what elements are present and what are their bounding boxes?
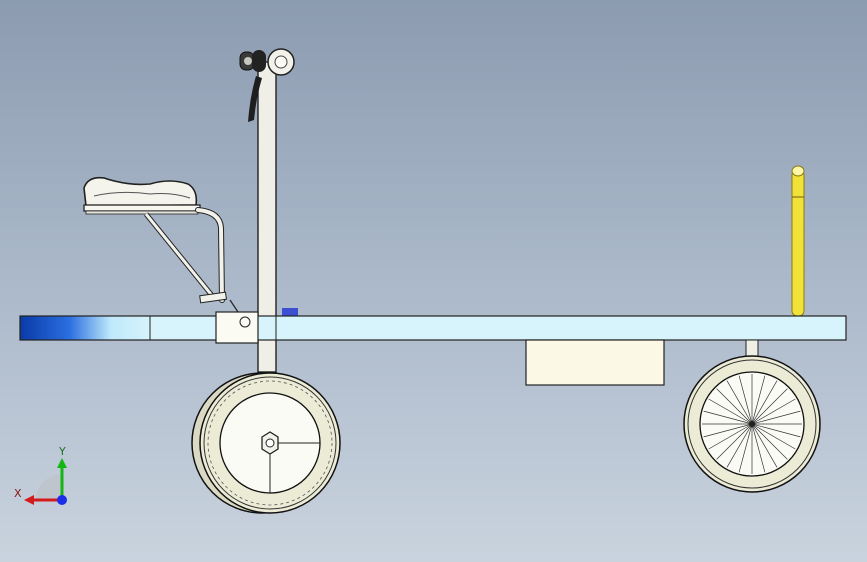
rear-wheel-spoke — [716, 388, 753, 425]
rear-wheel-spoke — [751, 410, 801, 425]
rear-wheel-spoke — [716, 423, 753, 460]
rear-wheel-spoke — [703, 410, 753, 425]
rear-wheel-spoke — [726, 423, 753, 468]
rear-wheel-spoke — [751, 423, 778, 468]
coordinate-triad: Y X — [14, 445, 67, 505]
rear-wheel-spoke — [708, 398, 753, 425]
rear-wheel-spoke — [751, 423, 796, 450]
rear-wheel-spoke — [708, 423, 753, 450]
battery-box — [525, 339, 665, 386]
rear-wheel-spoke — [751, 423, 788, 460]
handlebar-column — [239, 48, 298, 373]
deck-platform — [19, 311, 847, 344]
rear-wheel-spoke — [703, 423, 753, 438]
rear-wheel-spoke — [751, 388, 788, 425]
rear-wheel-spoke — [751, 423, 766, 473]
rear-wheel — [683, 355, 821, 493]
triad-y-label: Y — [58, 445, 66, 458]
triad-x-label: X — [14, 487, 22, 500]
seat — [83, 176, 201, 215]
seat-support-arm — [144, 207, 243, 319]
rear-wheel-spoke — [751, 375, 766, 425]
rear-wheel-spoke — [751, 398, 796, 425]
rear-wheel-spoke — [738, 375, 753, 425]
rear-wheel-spoke — [726, 380, 753, 425]
yellow-post — [791, 165, 805, 317]
front-wheel — [191, 372, 341, 514]
rear-wheel-spoke — [751, 423, 801, 438]
rear-wheel-spoke — [738, 423, 753, 473]
rear-wheel-spoke — [751, 380, 778, 425]
